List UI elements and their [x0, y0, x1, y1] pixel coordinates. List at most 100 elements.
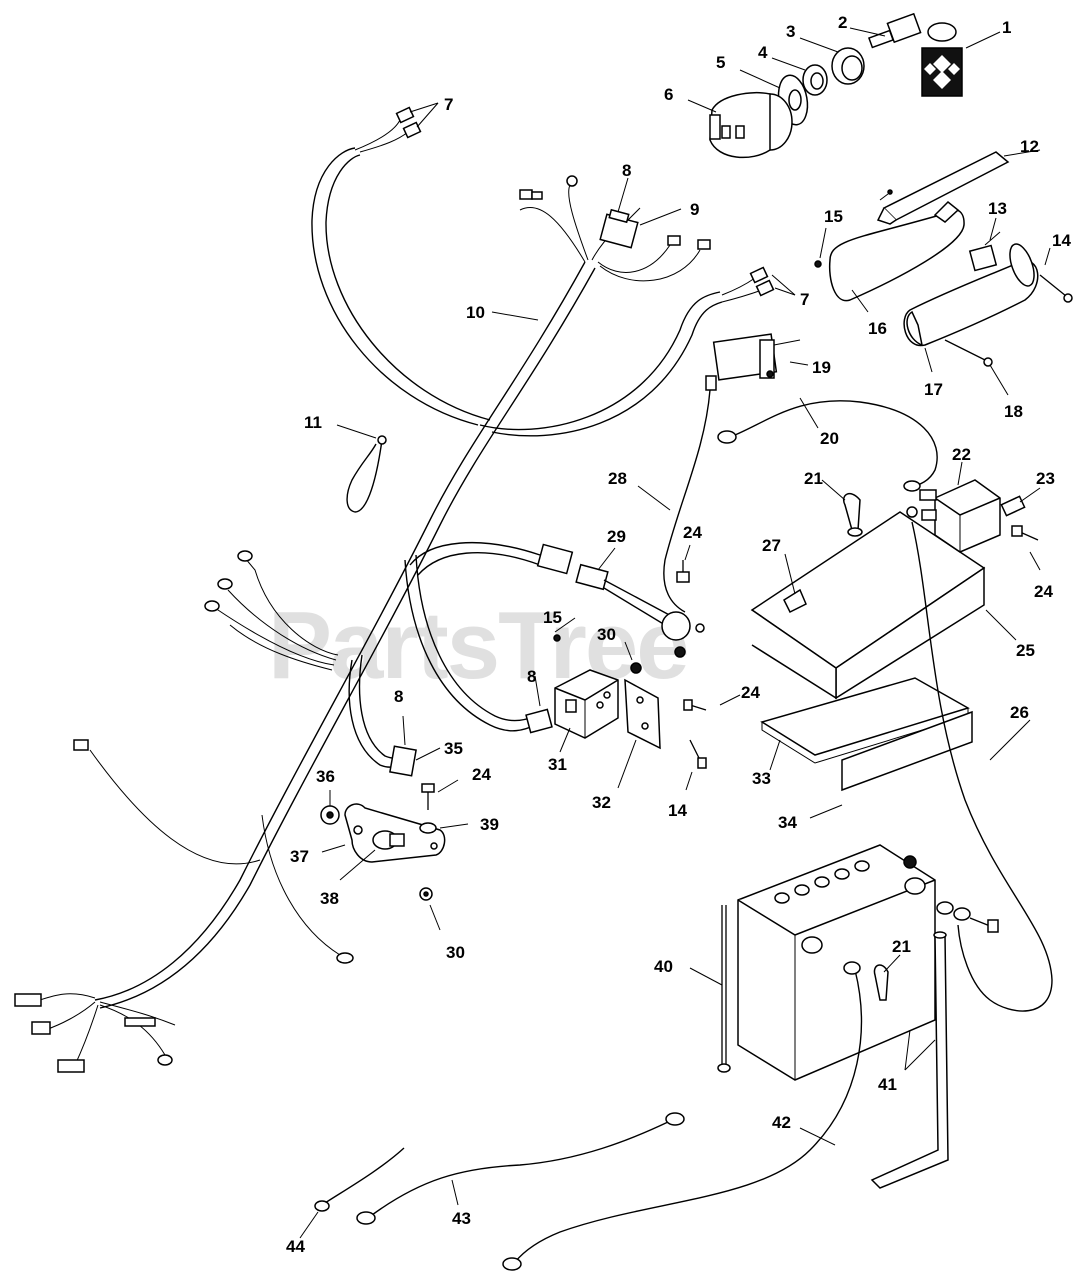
hold-down-rod-40[interactable] — [689, 905, 731, 1073]
callout-26: 26 — [1010, 703, 1029, 722]
cap-21-lower[interactable] — [873, 954, 901, 1001]
callout-15-mid: 15 — [543, 608, 562, 627]
switch-nut-3[interactable] — [799, 37, 865, 85]
handle-half-16[interactable] — [828, 200, 965, 313]
connector-8-9-upper[interactable] — [599, 177, 682, 249]
callout-21-upper: 21 — [804, 469, 823, 488]
callout-14-upper: 14 — [1052, 231, 1071, 250]
screw-24-upper[interactable] — [676, 544, 691, 583]
callout-34: 34 — [778, 813, 797, 832]
nut-36[interactable] — [320, 805, 340, 825]
callout-27: 27 — [762, 536, 781, 555]
callout-35: 35 — [444, 739, 463, 758]
callout-21-lower: 21 — [892, 937, 911, 956]
callout-30-lower: 30 — [446, 943, 465, 962]
callout-4: 4 — [758, 43, 768, 62]
nut-30-lower[interactable] — [419, 887, 441, 931]
battery-cable-20[interactable] — [717, 397, 938, 492]
callout-32: 32 — [592, 793, 611, 812]
battery-pad-33[interactable] — [760, 677, 970, 771]
starter-solenoid-22[interactable] — [906, 461, 1001, 553]
switch-38[interactable] — [339, 830, 405, 881]
screw-14-upper[interactable] — [1039, 247, 1073, 303]
callout-40: 40 — [654, 957, 673, 976]
callout-24-solenoid: 24 — [1034, 582, 1053, 601]
callout-17: 17 — [924, 380, 943, 399]
callout-22: 22 — [952, 445, 971, 464]
callout-19: 19 — [812, 358, 831, 377]
switch-35[interactable] — [389, 715, 441, 777]
switch-13[interactable] — [968, 217, 1001, 272]
connector-7-lower[interactable] — [749, 266, 796, 297]
bezel-4[interactable] — [771, 57, 828, 96]
callout-44: 44 — [286, 1237, 305, 1256]
cap-21-upper[interactable] — [821, 479, 863, 537]
upper-small-connectors — [519, 175, 711, 250]
callout-24-mid: 24 — [741, 683, 760, 702]
ignition-key-1[interactable] — [921, 22, 1001, 97]
callout-37: 37 — [290, 847, 309, 866]
leader-lines — [329, 207, 641, 806]
terminal-bolt-right — [936, 901, 999, 933]
bracket-37[interactable] — [321, 803, 446, 863]
callout-7-upper: 7 — [444, 95, 453, 114]
callout-8-lower: 8 — [394, 687, 403, 706]
handle-bracket-12[interactable] — [876, 149, 1041, 225]
callout-labels: 1 2 3 4 5 6 7 7 8 8 8 9 10 11 12 13 14 1… — [286, 13, 1071, 1256]
nut-30-mid[interactable] — [624, 641, 642, 674]
vent-tube-41[interactable] — [870, 931, 949, 1189]
callout-38: 38 — [320, 889, 339, 908]
nut-near-29 — [674, 646, 686, 658]
battery-tray-25[interactable] — [750, 511, 1017, 700]
cable-clip-11[interactable] — [336, 424, 387, 513]
callout-2: 2 — [838, 13, 847, 32]
screw-18[interactable] — [944, 339, 1009, 396]
small-screw-near-12 — [879, 189, 893, 201]
battery-cable-26[interactable] — [911, 521, 1053, 1012]
callout-24-upper: 24 — [683, 523, 702, 542]
washer-39[interactable] — [419, 822, 469, 834]
screw-24-lower[interactable] — [421, 779, 459, 810]
callout-25: 25 — [1016, 641, 1035, 660]
battery-cable-42[interactable] — [502, 961, 863, 1271]
fuse-holder-31[interactable] — [554, 669, 619, 753]
callout-15-upper: 15 — [824, 207, 843, 226]
screw-24-mid[interactable] — [683, 694, 741, 711]
bracket-32[interactable] — [617, 678, 661, 789]
callout-29: 29 — [607, 527, 626, 546]
connector-7-upper[interactable] — [395, 102, 439, 139]
callout-11: 11 — [304, 413, 322, 432]
callout-8-mid: 8 — [527, 667, 536, 686]
key-blank-2[interactable] — [849, 12, 922, 49]
callout-23: 23 — [1036, 469, 1055, 488]
relay-19[interactable] — [712, 333, 809, 381]
screw-24-solenoid[interactable] — [1011, 525, 1041, 571]
callout-43: 43 — [452, 1209, 471, 1228]
connector-8-lower[interactable] — [525, 675, 553, 734]
terminal-23[interactable] — [1000, 487, 1041, 517]
wire-28[interactable] — [637, 375, 717, 613]
callout-20: 20 — [820, 429, 839, 448]
ignition-switch-6[interactable] — [687, 91, 793, 159]
connector-29[interactable] — [536, 543, 705, 641]
callout-14-lower: 14 — [668, 801, 687, 820]
handle-half-17[interactable] — [903, 241, 1039, 373]
battery[interactable] — [737, 844, 936, 1081]
clip-27[interactable] — [783, 553, 807, 614]
wire-44[interactable] — [299, 1147, 405, 1239]
ground-wire-43[interactable] — [356, 1112, 685, 1225]
callout-41: 41 — [878, 1075, 897, 1094]
callout-33: 33 — [752, 769, 771, 788]
battery-pad-34[interactable] — [809, 710, 973, 819]
callout-39: 39 — [480, 815, 499, 834]
callout-9: 9 — [690, 200, 699, 219]
callout-36: 36 — [316, 767, 335, 786]
nut-15-upper[interactable] — [814, 227, 827, 268]
callout-5: 5 — [716, 53, 725, 72]
callout-3: 3 — [786, 22, 795, 41]
callout-13: 13 — [988, 199, 1007, 218]
nut-15-mid[interactable] — [553, 634, 561, 642]
callout-30-mid: 30 — [597, 625, 616, 644]
callout-10: 10 — [466, 303, 485, 322]
screw-14-mid[interactable] — [685, 739, 707, 791]
